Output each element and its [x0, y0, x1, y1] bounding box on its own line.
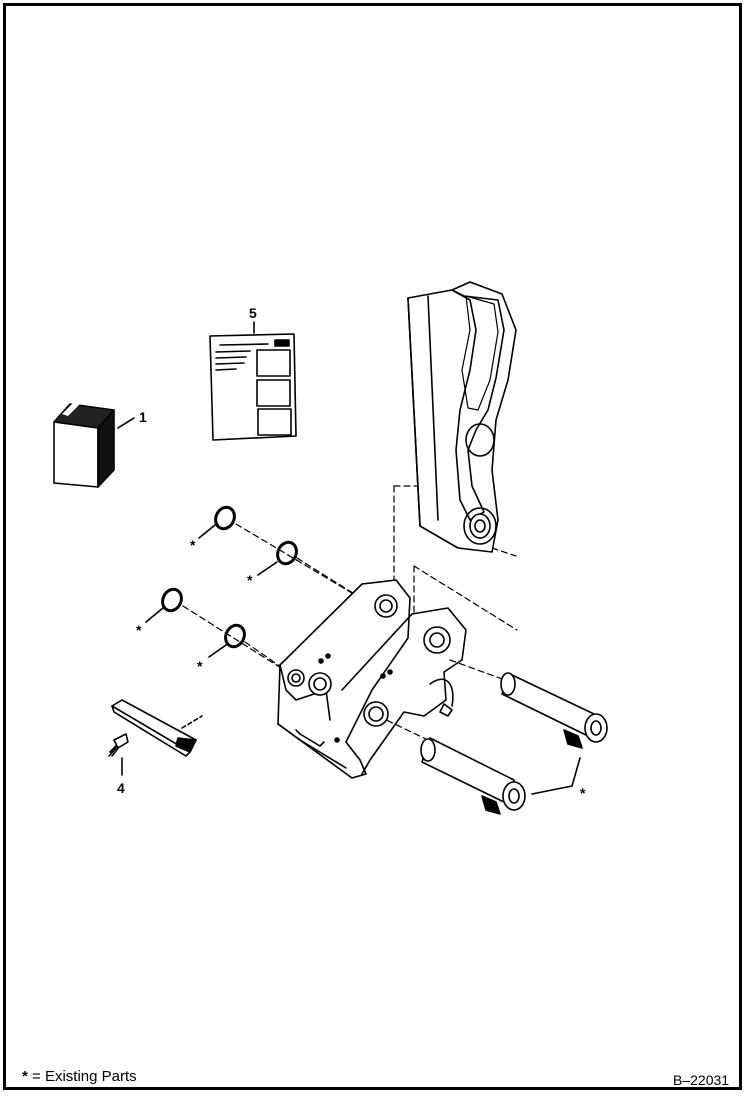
pin-upper: [500, 672, 608, 749]
drawing-border: [3, 3, 742, 1090]
callout-star-ring-3: *: [136, 622, 142, 638]
coupler-bracket: [277, 579, 467, 779]
callout-star-ring-1: *: [190, 537, 196, 553]
callout-star-ring-2: *: [247, 572, 253, 588]
part-1-box: [53, 402, 115, 488]
callout-4: 4: [117, 780, 125, 796]
leader-existing-pins: [531, 757, 581, 795]
boom-arm: [407, 281, 517, 553]
part-5-decal-sheet: [209, 333, 297, 441]
legend: * = Existing Parts: [22, 1068, 137, 1085]
callout-star-pins: *: [580, 785, 586, 801]
o-ring-1: [198, 505, 236, 539]
figure-number: B–22031: [673, 1072, 730, 1088]
legend-marker: *: [22, 1068, 28, 1085]
legend-text: = Existing Parts: [27, 1068, 137, 1085]
callout-1: 1: [139, 409, 147, 425]
leader-1: [117, 417, 135, 429]
o-ring-3: [145, 587, 183, 623]
callout-5: 5: [249, 305, 257, 321]
part-4-plate-and-bolt: [108, 699, 197, 757]
bolt-centerline: [181, 715, 203, 729]
pin-lower: [420, 737, 526, 815]
o-ring-2: [257, 540, 298, 576]
o-ring-4: [208, 623, 246, 658]
callout-star-ring-4: *: [197, 658, 203, 674]
